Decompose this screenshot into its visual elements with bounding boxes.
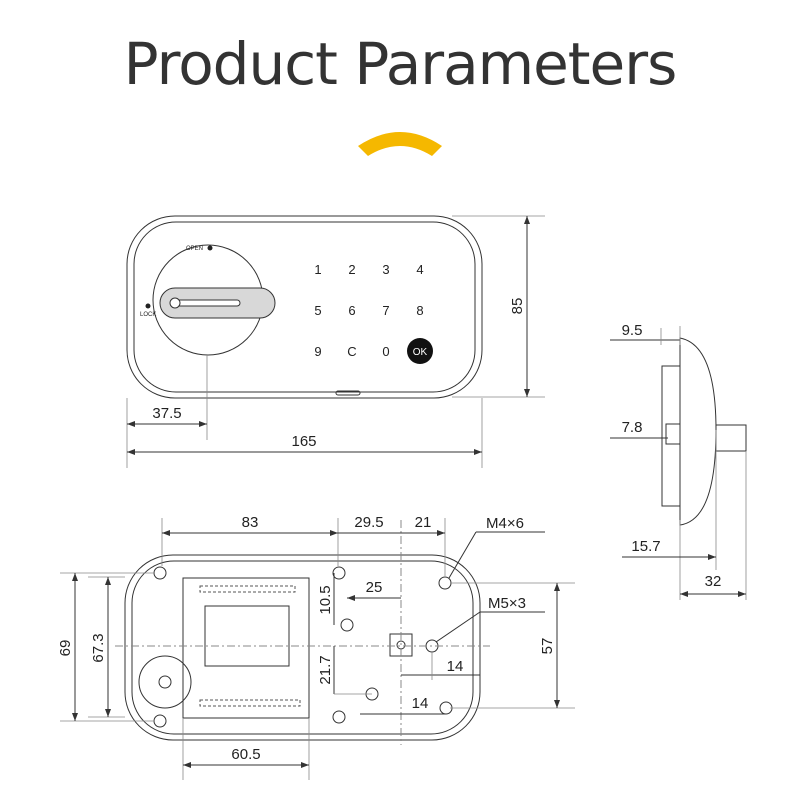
key-9: 9 [314, 344, 321, 359]
key-2: 2 [348, 262, 355, 277]
dim-29-5: 29.5 [354, 514, 383, 531]
screw-hole [153, 714, 167, 728]
back-knob-boss [138, 655, 192, 709]
side-body [679, 337, 717, 526]
dim-21: 21 [415, 514, 432, 531]
open-label: OPEN [186, 246, 203, 252]
screw-hole [340, 618, 354, 632]
dim-side-top: 9.5 [622, 322, 643, 339]
dim-side-depth: 15.7 [631, 538, 660, 555]
side-plate [661, 365, 681, 507]
screw-m5-label: M5×3 [488, 595, 526, 612]
dim-60-5: 60.5 [231, 746, 260, 763]
accent-swoosh [358, 132, 442, 156]
key-3: 3 [382, 262, 389, 277]
dim-69: 69 [57, 640, 74, 657]
front-outline [126, 215, 483, 399]
key-1: 1 [314, 262, 321, 277]
key-4: 4 [416, 262, 423, 277]
dim-21-7: 21.7 [317, 655, 334, 684]
vent-top [199, 585, 296, 593]
key-8: 8 [416, 303, 423, 318]
screw-hole [332, 710, 346, 724]
side-spindle [715, 424, 747, 452]
back-inner-outline [131, 560, 474, 735]
dim-side-mid: 7.8 [622, 419, 643, 436]
back-outline [124, 554, 481, 741]
dim-height: 85 [509, 298, 526, 315]
page-title: Product Parameters [123, 30, 678, 98]
dim-14-b: 14 [412, 695, 429, 712]
dim-83: 83 [242, 514, 259, 531]
side-hub [665, 423, 681, 445]
battery-contact [335, 390, 361, 396]
vent-bottom [199, 699, 301, 707]
dim-57: 57 [539, 638, 556, 655]
key-ok-button [407, 338, 433, 364]
battery-compartment [182, 577, 310, 719]
knob-slot [171, 299, 241, 307]
dim-width: 165 [291, 433, 316, 450]
dim-side-total: 32 [705, 573, 722, 590]
dim-10-5: 10.5 [317, 585, 334, 614]
knob-slot-end [169, 297, 181, 309]
side-view: 9.5 7.8 15.7 32 [610, 322, 747, 600]
dim-67-3: 67.3 [90, 633, 107, 662]
front-view: OPEN LOCK 1 2 3 4 5 6 7 8 9 C 0 OK 85 37… [126, 215, 545, 468]
screw-m4-label: M4×6 [486, 515, 524, 532]
dim-knob-offset: 37.5 [152, 405, 181, 422]
key-5: 5 [314, 303, 321, 318]
screw-hole [153, 566, 167, 580]
open-dot [207, 245, 213, 251]
front-inner-outline [133, 221, 476, 393]
screw-hole [438, 576, 452, 590]
battery-window [204, 605, 290, 667]
key-7: 7 [382, 303, 389, 318]
dim-25: 25 [366, 579, 383, 596]
key-6: 6 [348, 303, 355, 318]
lock-label: LOCK [140, 312, 156, 318]
screw-hole [332, 566, 346, 580]
key-c: C [347, 344, 356, 359]
key-ok: OK [413, 347, 428, 358]
dim-14-a: 14 [447, 658, 464, 675]
key-0: 0 [382, 344, 389, 359]
back-view: 83 29.5 21 M4×6 M5×3 10.5 25 69 67.3 21.… [57, 514, 575, 780]
lock-dot [145, 303, 151, 309]
